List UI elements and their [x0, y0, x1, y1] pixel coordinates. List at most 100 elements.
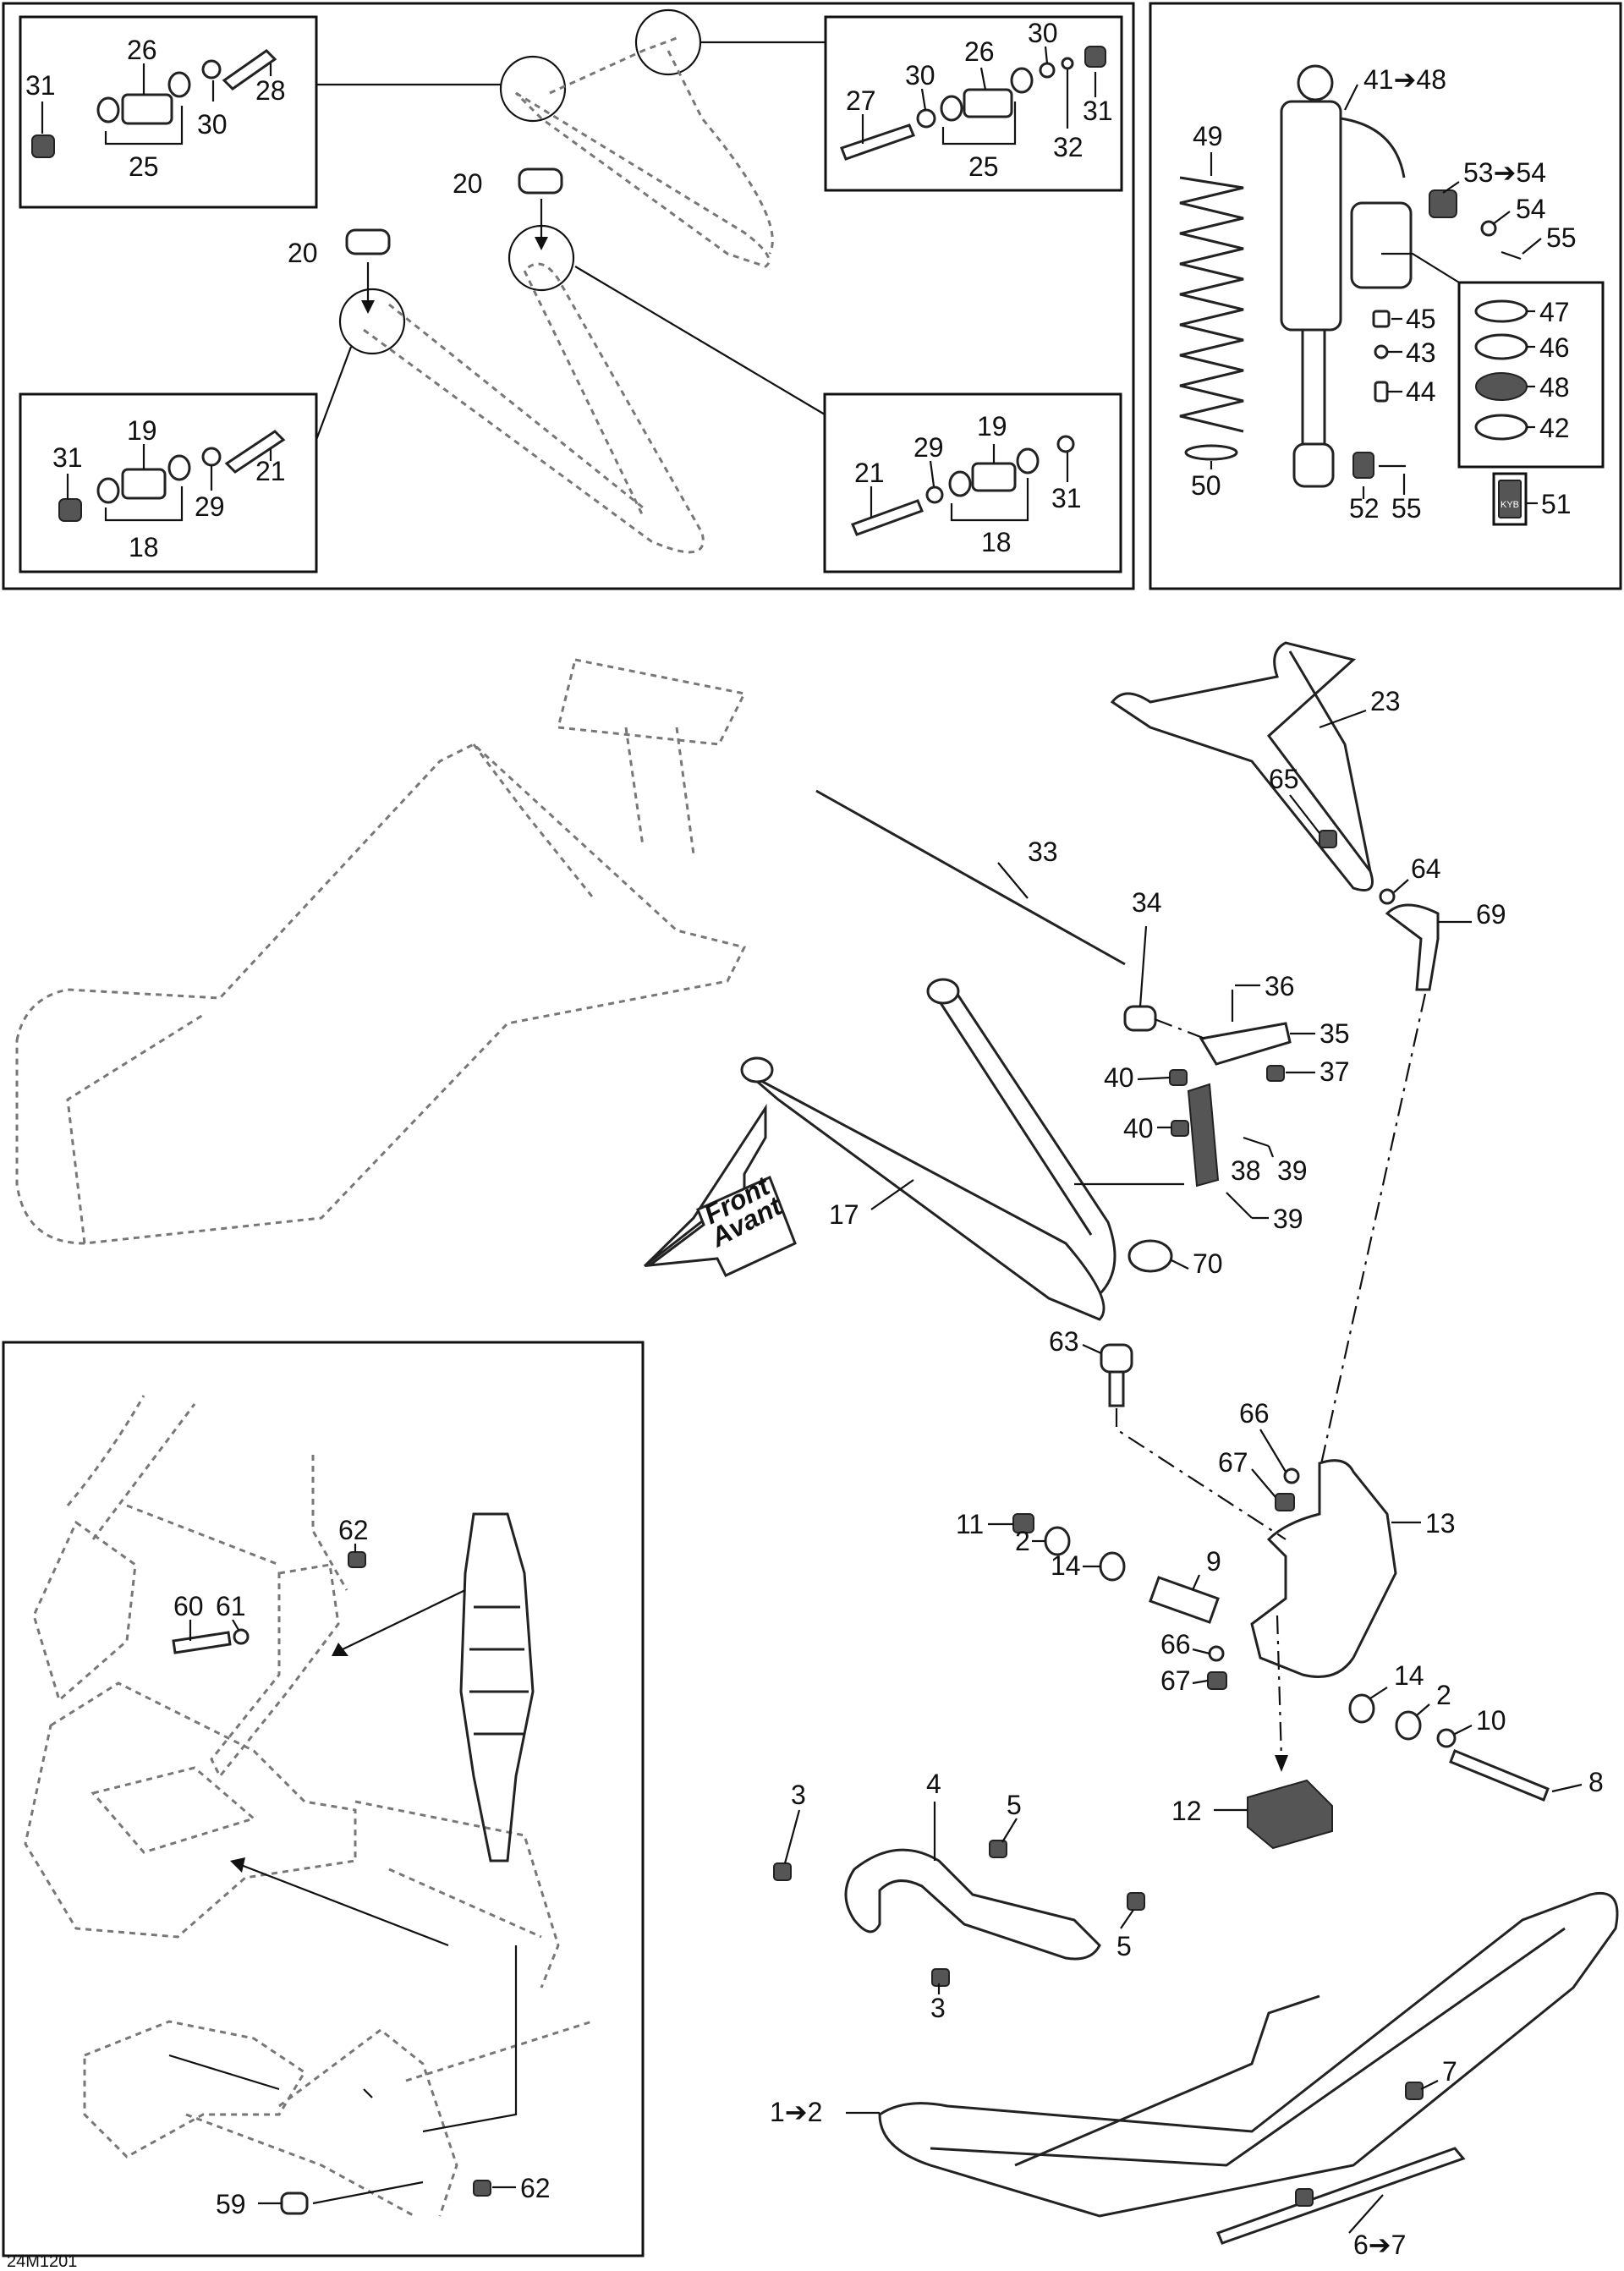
callout-labels: 31 26 30 28 25 30 26 30 27 31 32 25 20 2…	[25, 18, 1604, 2260]
bracket-18b	[950, 478, 1029, 522]
callout-17: 17	[829, 1199, 859, 1230]
nut-31a	[31, 134, 55, 158]
bolt-28	[222, 49, 277, 91]
callout-51: 51	[1541, 489, 1572, 519]
shim-47	[1474, 299, 1528, 323]
callout-50: 50	[1191, 470, 1221, 501]
upper-a-arm-23	[1110, 641, 1374, 891]
install-lower-arms	[185, 2020, 593, 2218]
callout-34: 34	[1132, 887, 1162, 918]
leader-61	[232, 1619, 239, 1631]
callout-39-upper: 39	[1277, 1155, 1308, 1186]
callout-25: 25	[129, 151, 159, 182]
shim-42	[1474, 414, 1528, 441]
callout-20-upper: 20	[453, 168, 483, 199]
leader-55a	[1522, 238, 1542, 255]
nut-31b	[1084, 46, 1106, 68]
spindle-13	[1250, 1459, 1397, 1678]
shock-absorber-detail: KYB	[1179, 64, 1528, 518]
pivot-circle-4	[338, 288, 406, 355]
callout-48: 48	[1539, 372, 1570, 403]
arrowhead-20b	[361, 300, 375, 314]
washer-29b	[925, 485, 944, 504]
drawing-code: 24M1201	[7, 2252, 77, 2271]
callout-29-lr: 29	[914, 432, 944, 463]
bolt-39a	[1243, 1136, 1270, 1148]
adjuster-knob-53	[1429, 189, 1457, 218]
callout-5-upper: 5	[1007, 1790, 1022, 1820]
callout-30: 30	[197, 109, 228, 140]
leader-63	[1082, 1343, 1102, 1355]
front-arrow-body	[645, 1175, 797, 1277]
callout-30-mid: 30	[905, 60, 935, 91]
leader-6	[1348, 2194, 1384, 2234]
callout-25-right: 25	[968, 151, 999, 182]
callout-8: 8	[1588, 1767, 1604, 1797]
callout-67-lower: 67	[1160, 1665, 1191, 1696]
lower-a-arm-17	[748, 985, 1116, 1321]
ski-stopper-12	[1247, 1779, 1333, 1850]
leader-26b	[979, 67, 987, 91]
bushing-cap-25c	[940, 95, 963, 122]
leader-67b	[1192, 1679, 1209, 1685]
leader-66b	[1192, 1648, 1210, 1655]
install-shock	[459, 1512, 535, 1862]
leader-53	[1442, 181, 1460, 194]
bolt-8	[1449, 1749, 1550, 1802]
callout-66-upper: 66	[1239, 1398, 1270, 1429]
callout-46: 46	[1539, 332, 1570, 363]
nut-7b	[1295, 2188, 1314, 2207]
nut-62b	[473, 2180, 491, 2197]
nut-65	[1319, 830, 1337, 848]
callout-40-lower: 40	[1123, 1113, 1154, 1144]
washer-30b	[916, 108, 936, 129]
callout-40-upper: 40	[1104, 1062, 1134, 1093]
circlip-70	[1127, 1239, 1173, 1273]
lower-a-arm-outline	[363, 262, 705, 554]
leader-10	[1454, 1725, 1473, 1735]
callout-14-left: 14	[1051, 1550, 1081, 1581]
hardware-group-ul	[31, 49, 277, 158]
screw-3a	[773, 1862, 792, 1881]
leader-3a	[783, 1809, 801, 1864]
arrow-shock-bottom	[422, 1945, 518, 2133]
callout-44: 44	[1406, 376, 1436, 407]
tie-rod-end-69	[1385, 903, 1440, 991]
callout-5-lower: 5	[1116, 1931, 1132, 1961]
callout-26-right: 26	[964, 36, 995, 67]
washer-2b	[1395, 1710, 1422, 1741]
callout-29: 29	[195, 491, 225, 522]
arrow-bracket-lower	[168, 2054, 280, 2091]
leader-7	[1420, 2080, 1439, 2090]
callout-42: 42	[1539, 413, 1570, 443]
callout-27: 27	[846, 85, 876, 116]
washer-31d	[1056, 435, 1075, 453]
pivot-circle-1	[499, 55, 567, 123]
callout-35: 35	[1320, 1018, 1350, 1049]
callout-55-lower: 55	[1391, 493, 1422, 524]
bushing-18c	[948, 470, 972, 497]
part-45	[1372, 310, 1391, 328]
detail-box-lower-right	[823, 392, 1122, 573]
arrowhead-shock	[332, 1643, 348, 1656]
callout-21-lr: 21	[854, 458, 885, 488]
bolt-21b	[851, 499, 924, 536]
spring-seat-50	[1184, 444, 1238, 461]
bracket-18a	[104, 486, 184, 522]
nut-37	[1266, 1065, 1285, 1082]
assembly-line-63-13	[1115, 1408, 1287, 1540]
part-43	[1374, 344, 1389, 359]
nut-67a	[1275, 1493, 1295, 1511]
bushing-18b	[167, 454, 191, 481]
bushing-18d	[1016, 447, 1040, 474]
bolt-21a	[224, 430, 286, 474]
bracket-25a	[104, 106, 184, 145]
install-frame-bulkhead	[24, 1681, 357, 1939]
washer-20b	[345, 228, 391, 255]
screw-3b	[931, 1968, 950, 1987]
a-arm-17-bushing-rear	[926, 978, 960, 1005]
callout-7: 7	[1442, 2056, 1457, 2087]
callout-31: 31	[25, 70, 56, 101]
hardware-group-ur	[840, 46, 1106, 161]
callout-49: 49	[1193, 121, 1223, 151]
